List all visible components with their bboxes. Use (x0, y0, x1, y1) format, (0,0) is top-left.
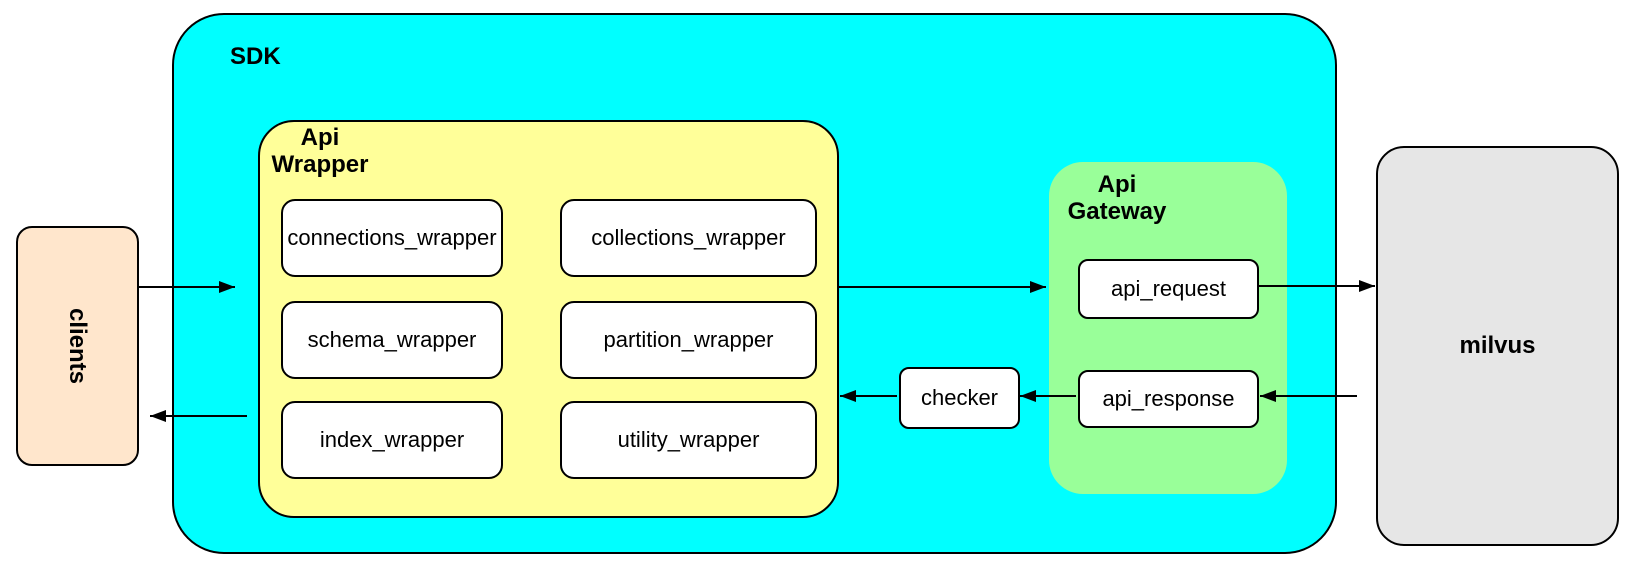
api-gateway-label: Api Gateway (1067, 171, 1167, 225)
utility-wrapper-node: utility_wrapper (560, 401, 817, 479)
api-wrapper-label: Api Wrapper (271, 124, 369, 178)
clients-node: clients (16, 226, 139, 466)
collections-wrapper-node: collections_wrapper (560, 199, 817, 277)
connections-wrapper-node: connections_wrapper (281, 199, 503, 277)
milvus-label: milvus (1459, 332, 1536, 359)
schema-wrapper-node: schema_wrapper (281, 301, 503, 379)
sdk-label: SDK (230, 43, 281, 70)
index-wrapper-node: index_wrapper (281, 401, 503, 479)
api-wrapper-container: Api Wrapper connections_wrapper collecti… (258, 120, 839, 518)
clients-label: clients (64, 307, 92, 385)
milvus-node: milvus (1376, 146, 1619, 546)
api-gateway-container: Api Gateway api_request api_response (1049, 162, 1287, 494)
api-response-node: api_response (1078, 370, 1259, 428)
sdk-container: SDK Api Wrapper connections_wrapper coll… (172, 13, 1337, 554)
checker-node: checker (899, 367, 1020, 429)
partition-wrapper-node: partition_wrapper (560, 301, 817, 379)
api-request-node: api_request (1078, 259, 1259, 319)
